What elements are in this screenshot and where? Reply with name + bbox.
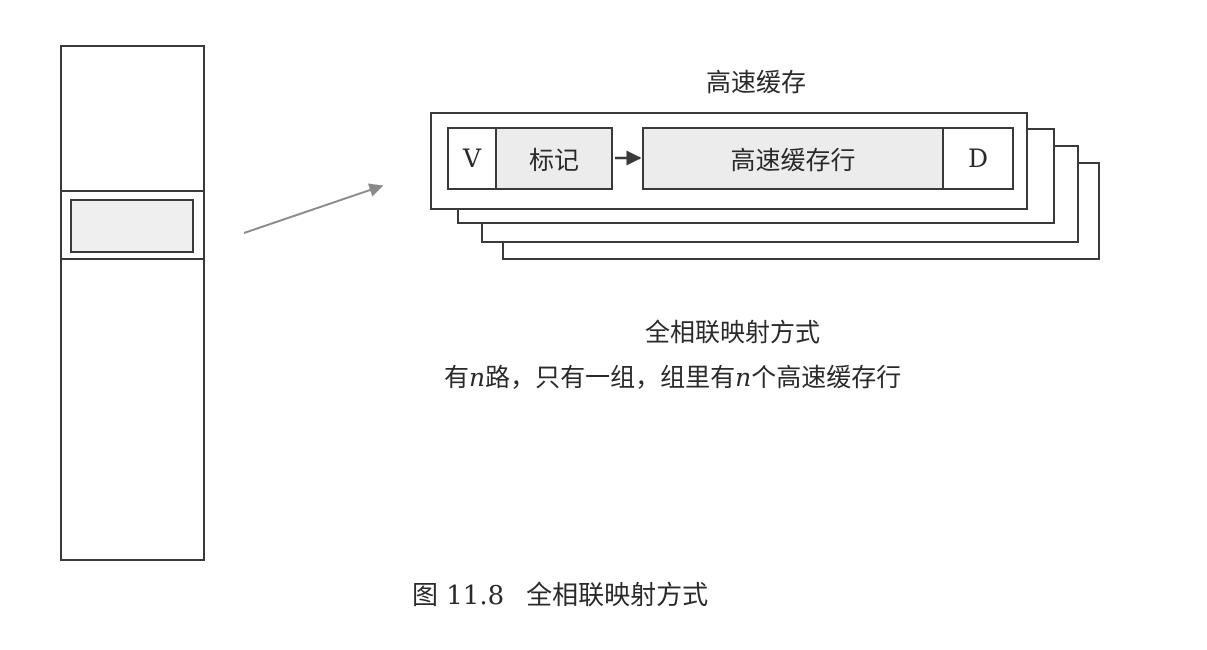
dirty-bit-field: D bbox=[942, 127, 1014, 190]
memory-to-cache-arrow bbox=[243, 183, 384, 234]
mapping-description: 有n路，只有一组，组里有n个高速缓存行 bbox=[444, 365, 901, 390]
figure-caption: 图 11.8 全相联映射方式 bbox=[412, 583, 708, 609]
memory-block bbox=[70, 199, 194, 253]
mapping-desc-var2: n bbox=[735, 363, 752, 392]
cache-title: 高速缓存 bbox=[706, 68, 807, 97]
figure-caption-text: 全相联映射方式 bbox=[526, 581, 709, 611]
tag-label: 标记 bbox=[528, 145, 579, 175]
mapping-desc-part1: 有 bbox=[444, 363, 470, 392]
cache-line-field: 高速缓存行 bbox=[642, 127, 944, 190]
mapping-desc-part3: 个高速缓存行 bbox=[751, 363, 902, 392]
cache-line-label: 高速缓存行 bbox=[730, 145, 856, 175]
memory-block-band bbox=[60, 190, 205, 260]
mapping-desc-part2: 路，只有一组，组里有 bbox=[485, 363, 736, 392]
figure-number: 图 11.8 bbox=[412, 581, 505, 611]
main-memory-column bbox=[60, 45, 205, 561]
valid-bit-label: V bbox=[462, 144, 482, 173]
dirty-bit-label: D bbox=[967, 144, 989, 173]
tag-field: 标记 bbox=[495, 127, 613, 190]
mapping-title: 全相联映射方式 bbox=[645, 318, 821, 347]
mapping-desc-var1: n bbox=[469, 363, 486, 392]
